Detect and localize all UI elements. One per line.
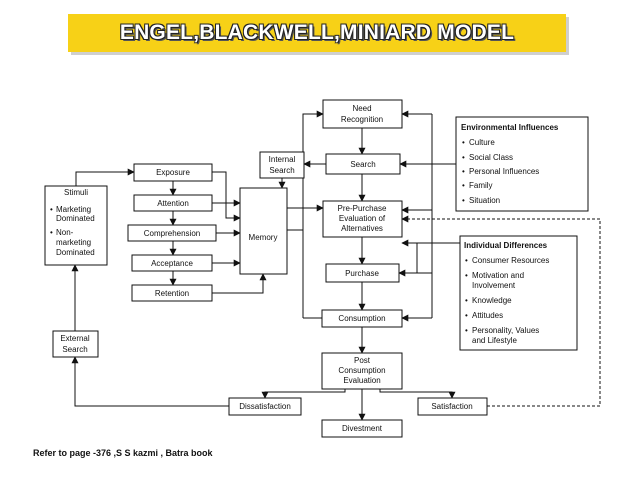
node-label: Attention <box>157 199 189 208</box>
svg-text:•: • <box>462 167 465 176</box>
svg-text:•: • <box>462 138 465 147</box>
difference-item: Motivation and <box>472 271 524 280</box>
difference-item: Personality, Values <box>472 326 539 335</box>
svg-text:•: • <box>462 153 465 162</box>
connector-line <box>75 168 135 186</box>
satisfaction-node: Satisfaction <box>417 397 488 416</box>
stimuli-item: marketing <box>56 238 91 247</box>
comprehension-node: Comprehension <box>127 224 217 242</box>
difference-item: Involvement <box>472 281 516 290</box>
node-label: Evaluation of <box>339 214 386 223</box>
svg-text:•: • <box>50 205 53 214</box>
retention-node: Retention <box>131 284 213 302</box>
svg-text:•: • <box>462 196 465 205</box>
search-node: Search <box>325 153 401 175</box>
influence-item: Culture <box>469 138 495 147</box>
memory-node: Memory <box>239 187 288 275</box>
node-label: Satisfaction <box>431 402 472 411</box>
svg-text:•: • <box>465 311 468 320</box>
attention-node: Attention <box>133 194 213 212</box>
external-search-node: External Search <box>52 330 99 358</box>
post-consumption-evaluation-node: Post Consumption Evaluation <box>321 352 403 390</box>
node-label: Acceptance <box>151 259 193 268</box>
node-label: Search <box>62 345 87 354</box>
node-label: Comprehension <box>144 229 200 238</box>
difference-item: Attitudes <box>472 311 503 320</box>
node-title: Stimuli <box>64 188 88 197</box>
need-recognition-node: Need Recognition <box>322 99 403 129</box>
difference-item: and Lifestyle <box>472 336 517 345</box>
connector-line <box>379 389 456 399</box>
svg-text:•: • <box>465 326 468 335</box>
node-label: Post <box>354 356 371 365</box>
node-label: Consumption <box>338 314 385 323</box>
pre-purchase-evaluation-node: Pre-Purchase Evaluation of Alternatives <box>322 200 403 238</box>
exposure-node: Exposure <box>133 163 213 182</box>
connector-line <box>212 273 267 294</box>
title-banner: ENGEL,BLACKWELL,MINIARD MODEL <box>68 14 566 52</box>
consumption-node: Consumption <box>321 309 403 328</box>
difference-item: Knowledge <box>472 296 512 305</box>
svg-text:•: • <box>465 271 468 280</box>
satisfaction-feedback-line <box>401 215 601 407</box>
connector-line <box>261 389 346 399</box>
node-label: Need <box>352 104 371 113</box>
stimuli-node: Stimuli • Marketing Dominated • Non- mar… <box>44 185 108 266</box>
node-label: Retention <box>155 289 189 298</box>
divestment-node: Divestment <box>321 419 403 438</box>
individual-differences-panel: Individual Differences • Consumer Resour… <box>459 235 578 351</box>
influence-item: Family <box>469 181 493 190</box>
node-label: Search <box>269 166 294 175</box>
node-label: Search <box>350 160 375 169</box>
panel-title: Environmental Influences <box>461 123 559 132</box>
connector-line <box>416 242 460 273</box>
footnote: Refer to page -376 ,S S kazmi , Batra bo… <box>33 448 213 458</box>
node-label: Recognition <box>341 115 383 124</box>
svg-text:•: • <box>50 228 53 237</box>
connector-line <box>302 110 324 318</box>
node-label: Pre-Purchase <box>338 204 387 213</box>
panel-title: Individual Differences <box>464 241 548 250</box>
node-label: Consumption <box>338 366 385 375</box>
node-label: Dissatisfaction <box>239 402 291 411</box>
environmental-influences-panel: Environmental Influences • Culture • Soc… <box>455 116 589 212</box>
influence-item: Personal Influences <box>469 167 539 176</box>
node-label: Alternatives <box>341 224 383 233</box>
connectors <box>71 110 601 421</box>
purchase-node: Purchase <box>325 263 400 283</box>
svg-text:•: • <box>465 296 468 305</box>
node-label: Evaluation <box>343 376 380 385</box>
feedback-line <box>71 356 229 407</box>
node-label: Purchase <box>345 269 379 278</box>
node-label: Exposure <box>156 168 190 177</box>
connector-line <box>212 171 241 222</box>
acceptance-node: Acceptance <box>131 254 213 272</box>
node-label: Divestment <box>342 424 383 433</box>
stimuli-item: Marketing <box>56 205 91 214</box>
internal-search-node: Internal Search <box>259 151 305 179</box>
difference-item: Consumer Resources <box>472 256 549 265</box>
node-label: Memory <box>249 233 278 242</box>
stimuli-item: Dominated <box>56 248 95 257</box>
stimuli-item: Non- <box>56 228 74 237</box>
svg-text:•: • <box>465 256 468 265</box>
influence-item: Social Class <box>469 153 513 162</box>
stimuli-item: Dominated <box>56 214 95 223</box>
node-label: Internal <box>269 155 296 164</box>
svg-text:•: • <box>462 181 465 190</box>
influence-item: Situation <box>469 196 500 205</box>
dissatisfaction-node: Dissatisfaction <box>228 397 302 416</box>
node-label: External <box>60 334 90 343</box>
page-title: ENGEL,BLACKWELL,MINIARD MODEL <box>119 21 515 44</box>
